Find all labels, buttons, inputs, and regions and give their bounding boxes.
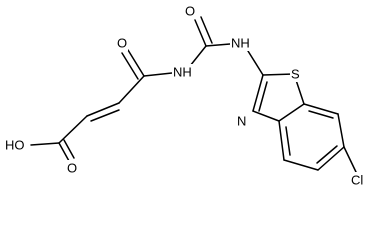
bond-c4-c3a bbox=[278, 120, 285, 161]
atom-label-sulfur: S bbox=[291, 67, 300, 82]
bond-c-ch bbox=[58, 115, 88, 144]
bond-alkene-1 bbox=[86, 102, 120, 117]
bond-c6-cl bbox=[343, 146, 357, 173]
atom-label-imide-nh: NH bbox=[173, 65, 192, 80]
bond-acid-co-1 bbox=[58, 142, 70, 162]
bond-acid-co-2 bbox=[63, 139, 75, 159]
bond-arom-1 bbox=[308, 110, 334, 119]
bond-c7a-c3a bbox=[278, 103, 305, 122]
bond-ch-camide bbox=[118, 75, 145, 104]
bond-oh-c bbox=[30, 142, 60, 146]
bond-urea-co-1 bbox=[194, 19, 207, 47]
bond-urea-co-2 bbox=[200, 16, 213, 44]
bond-alkene-2 bbox=[90, 109, 120, 122]
bond-n-c2-2 bbox=[258, 81, 268, 112]
bond-c7a-c7 bbox=[303, 103, 339, 115]
bond-arom-2 bbox=[316, 145, 338, 164]
atom-label-layer: HO O O NH O NH S N Cl bbox=[4, 3, 368, 188]
bond-c5-c4 bbox=[283, 159, 319, 171]
bond-amide-co-1 bbox=[127, 49, 145, 77]
atom-label-urea-nh: NH bbox=[231, 36, 250, 51]
atom-label-urea-oxygen: O bbox=[185, 4, 195, 19]
bond-layer bbox=[30, 16, 357, 173]
bond-arom-3 bbox=[285, 126, 291, 156]
atom-label-hydroxyl: HO bbox=[5, 138, 25, 153]
bond-c6-c5 bbox=[317, 146, 345, 171]
bond-c7-c6 bbox=[337, 113, 345, 148]
bond-nh2-c2 bbox=[247, 50, 264, 76]
atom-label-amide-oxygen: O bbox=[117, 36, 127, 51]
bond-curea-nh2 bbox=[205, 43, 231, 47]
bond-camide-nh bbox=[143, 72, 173, 77]
structure-diagram: HO O O NH O NH S N Cl bbox=[4, 3, 368, 188]
bond-nh-curea bbox=[189, 45, 207, 67]
bond-c2-s bbox=[262, 73, 295, 76]
atom-label-acid-oxygen: O bbox=[67, 161, 77, 176]
atom-label-chlorine: Cl bbox=[351, 173, 363, 188]
bond-c3a-n bbox=[252, 110, 280, 122]
atom-label-nitrogen: N bbox=[237, 114, 246, 129]
bond-n-c2-1 bbox=[252, 74, 264, 112]
bond-amide-co-2 bbox=[121, 52, 139, 80]
